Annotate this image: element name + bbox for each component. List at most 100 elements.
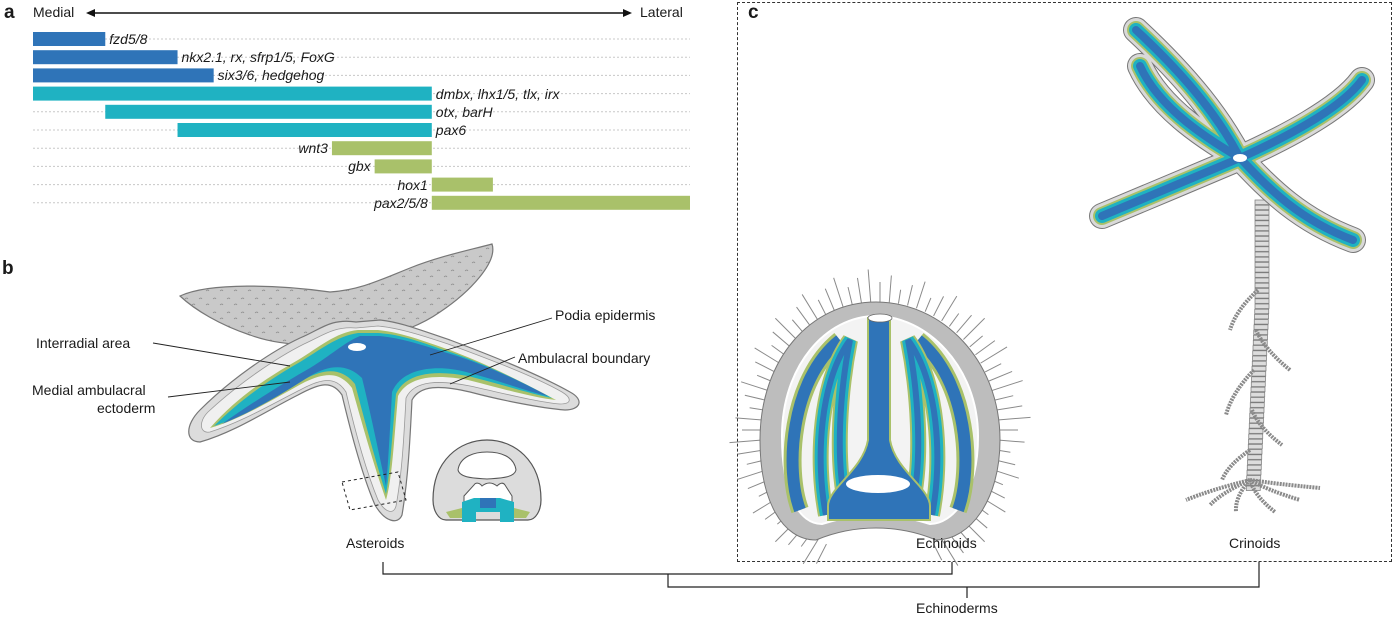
stalk-segment — [1254, 241, 1270, 247]
label-interradial-area: Interradial area — [36, 335, 131, 351]
urchin-spine — [969, 335, 983, 348]
urchin-spine — [980, 346, 1008, 364]
urchin-spine — [817, 299, 827, 317]
urchin-spine — [802, 538, 819, 565]
urchin-spine — [888, 275, 892, 303]
urchin-spine — [963, 317, 986, 340]
urchin-spine — [735, 417, 763, 421]
stalk-segment — [1254, 220, 1270, 226]
crinoid-cirrus — [1208, 478, 1251, 507]
crinoid-cirrus — [1228, 288, 1260, 331]
urchin-spine — [824, 288, 836, 312]
urchin-spine — [988, 370, 1013, 382]
stalk-segment — [1248, 433, 1264, 439]
urchin-spine — [975, 340, 996, 356]
expression-bar — [177, 123, 432, 137]
stalk-segment — [1251, 376, 1266, 382]
label-ambulacral-boundary: Ambulacral boundary — [518, 350, 651, 366]
expression-bar — [33, 50, 178, 65]
urchin-spine — [997, 416, 1031, 421]
stalk-segment — [1253, 324, 1269, 330]
stalk-segment — [1251, 360, 1267, 367]
urchin-spine — [771, 344, 785, 356]
stalk-segment — [1253, 329, 1269, 335]
panel-label-a: a — [4, 2, 15, 23]
stalk-segment — [1254, 298, 1270, 304]
label-medial-ambulacral: Medial ambulacral — [32, 382, 146, 398]
stalk-segment — [1249, 407, 1265, 413]
stalk-segment — [1247, 454, 1263, 460]
stalk-segment — [1246, 470, 1262, 476]
stalk-segment — [1254, 277, 1270, 283]
urchin-spine — [941, 295, 958, 322]
stalk-segment — [1254, 267, 1270, 273]
urchin-spine — [915, 281, 926, 309]
echinoid-illustration — [729, 269, 1031, 566]
gene-label: hox1 — [397, 176, 428, 193]
urchin-spine — [755, 361, 776, 373]
urchin-spine — [749, 407, 764, 411]
urchin-spine — [856, 277, 863, 304]
stalk-segment — [1250, 392, 1266, 398]
stalk-segment — [1252, 355, 1267, 361]
label-ectoderm: ectoderm — [97, 400, 156, 416]
gene-label: six3/6, hedgehog — [217, 67, 325, 84]
urchin-spine — [933, 296, 945, 317]
stalk-segment — [1254, 272, 1270, 278]
stalk-segment — [1253, 319, 1269, 325]
urchin-spine — [867, 269, 872, 303]
panel-label-b: b — [2, 258, 14, 279]
urchin-spine — [956, 314, 972, 333]
stalk-segment — [1254, 236, 1270, 242]
stalk-segment — [1252, 350, 1268, 356]
taxon-echinoids: Echinoids — [916, 535, 977, 551]
urchin-spine — [772, 331, 791, 348]
urchin-spine — [729, 439, 763, 444]
urchin-spine — [984, 363, 1002, 373]
stalk-segment — [1252, 340, 1268, 346]
expression-bar — [331, 141, 432, 156]
crinoid-cirrus — [1248, 479, 1277, 514]
gene-label: dmbx, lhx1/5, tlx, irx — [435, 85, 560, 102]
expression-bar — [431, 195, 690, 210]
urchin-spine — [847, 286, 853, 306]
crinoid-cirrus — [1233, 478, 1252, 513]
urchin-spine — [897, 289, 902, 304]
gene-label: nkx2.1, rx, sfrp1/5, FoxG — [181, 49, 335, 66]
expression-bar — [105, 104, 432, 119]
taxon-asteroids: Asteroids — [346, 535, 405, 551]
crinoid-crown — [1089, 17, 1375, 253]
gene-label: wnt3 — [298, 140, 328, 157]
phylogeny-tree — [382, 562, 1260, 598]
panel-label-c: c — [748, 2, 759, 23]
stalk-segment — [1254, 314, 1269, 320]
urchin-spine — [740, 381, 768, 391]
urchin-spine — [941, 538, 959, 566]
stalk-segment — [1248, 438, 1263, 445]
stalk-segment — [1249, 402, 1265, 408]
stalk-segment — [1254, 230, 1270, 237]
expression-bar — [33, 68, 214, 83]
crinoid-cirrus — [1249, 478, 1321, 490]
urchin-spine — [756, 374, 772, 382]
stalk-segment — [1254, 246, 1270, 252]
stalk-segment — [1254, 256, 1270, 263]
crinoid-illustration — [1089, 17, 1375, 514]
stalk-segment — [1254, 215, 1270, 221]
stalk-segment — [1254, 262, 1270, 268]
taxon-crinoids: Crinoids — [1229, 535, 1281, 551]
urchin-spine — [774, 317, 797, 340]
panel-b-leader-lines — [152, 317, 553, 398]
stalk-segment — [1254, 293, 1270, 299]
crinoid-cirrus — [1250, 409, 1284, 447]
stalk-segment — [1254, 288, 1270, 294]
taxon-echinoderms: Echinoderms — [916, 600, 998, 616]
panel-c-dashed-frame — [737, 2, 1392, 562]
axis-label-lateral: Lateral — [640, 4, 683, 20]
urchin-spine — [933, 543, 943, 561]
expression-bar — [431, 177, 493, 192]
stalk-segment — [1247, 444, 1263, 450]
